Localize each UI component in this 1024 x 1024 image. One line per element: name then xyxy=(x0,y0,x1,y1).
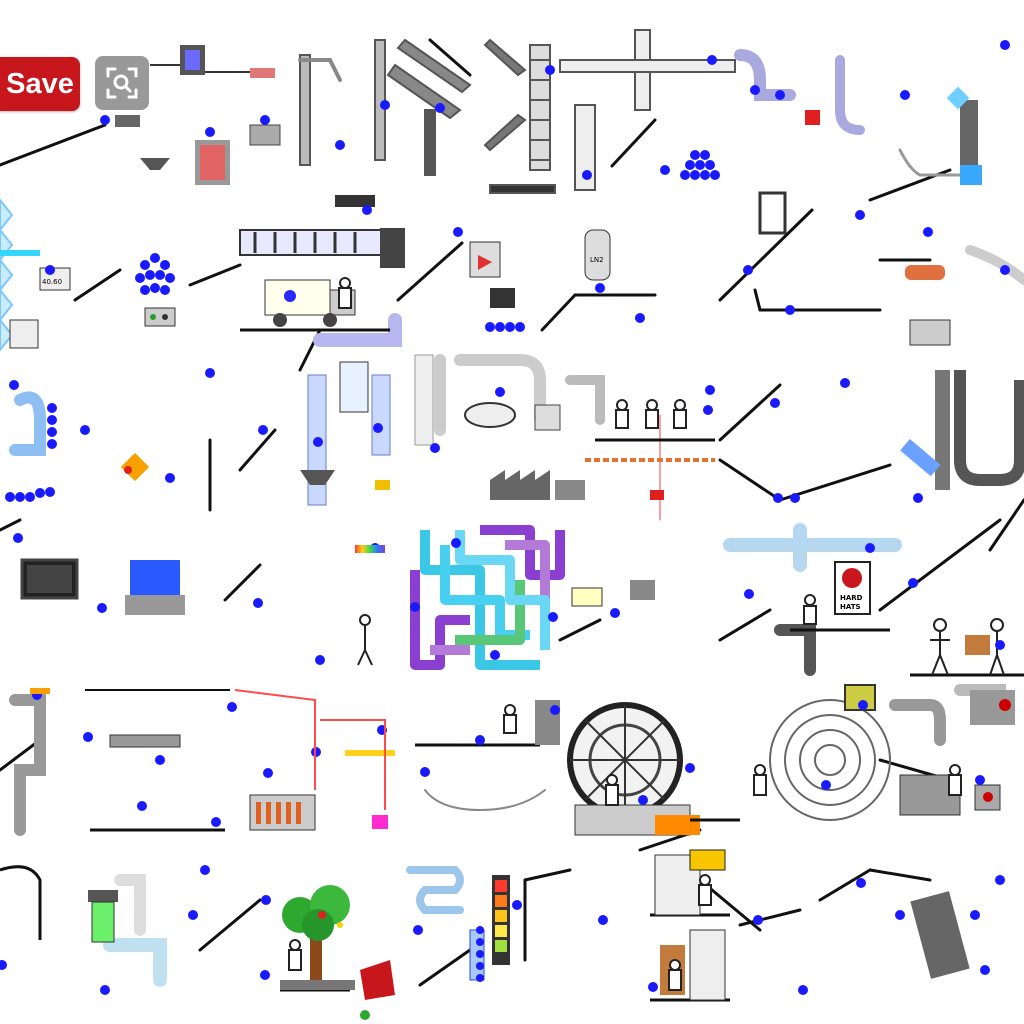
conveyor-belt xyxy=(239,228,405,332)
pipe-maze xyxy=(410,525,565,670)
save-button[interactable]: Save xyxy=(0,57,80,111)
zoom-button[interactable] xyxy=(95,56,149,110)
big-wheel xyxy=(567,702,700,836)
spiral-track xyxy=(769,684,891,821)
gauge-label: 40.60 xyxy=(42,278,62,286)
workers xyxy=(288,277,1005,991)
hard-sign-line2: HATS xyxy=(840,603,861,611)
hard-sign-line1: HARD xyxy=(840,594,863,602)
zoom-icon xyxy=(106,67,138,99)
ground-lines xyxy=(85,438,1024,1002)
balls xyxy=(0,40,1010,995)
ln2-label: LN2 xyxy=(590,256,604,264)
thermometer xyxy=(469,875,510,981)
tree xyxy=(280,885,395,1000)
top-left-devices xyxy=(115,45,281,185)
right-conveyor xyxy=(900,370,1024,490)
factory-buildings xyxy=(464,402,585,500)
green-tank xyxy=(0,865,118,943)
girders xyxy=(299,29,736,194)
ramps xyxy=(0,38,1024,987)
hard-hats-sign: HARD HATS xyxy=(834,561,871,615)
tube-chamber xyxy=(300,354,434,506)
